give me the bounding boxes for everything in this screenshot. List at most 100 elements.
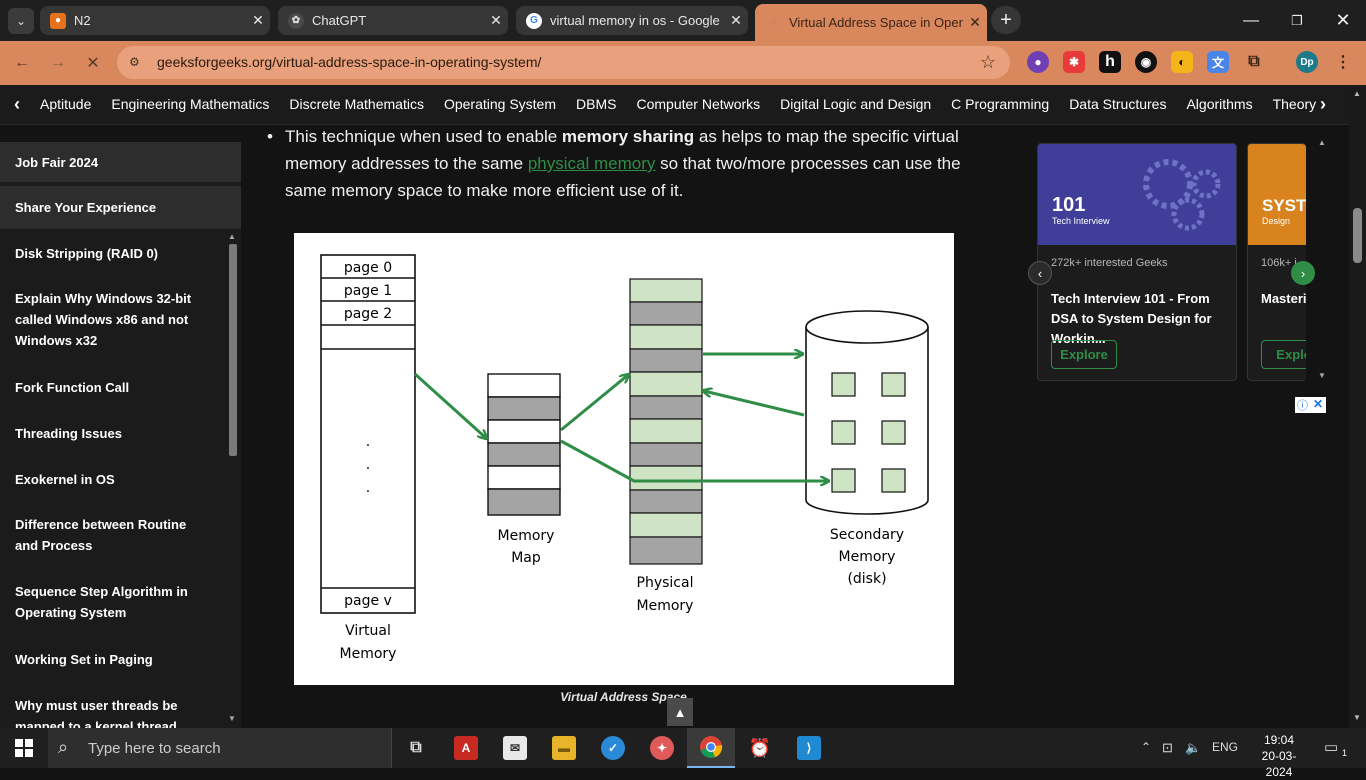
tab-google-search[interactable]: G virtual memory in os - Google S ✕ [516, 6, 748, 35]
stop-button[interactable]: ✕ [86, 55, 100, 72]
extension-purple-icon[interactable]: ● [1027, 51, 1049, 73]
taskbar-vscode[interactable]: ⟩ [785, 728, 833, 768]
restore-button[interactable]: ❐ [1291, 12, 1303, 28]
topic-link[interactable]: Computer Networks [636, 96, 761, 112]
topic-link[interactable]: C Programming [951, 96, 1050, 112]
sidebar-item-fork[interactable]: Fork Function Call [15, 379, 130, 395]
topic-link[interactable]: Digital Logic and Design [780, 96, 932, 112]
topic-link[interactable]: Aptitude [40, 96, 92, 112]
volume-icon[interactable]: 🔈 [1185, 740, 1202, 755]
article-paragraph: • This technique when used to enable mem… [267, 123, 990, 204]
tab-strip: ⌄ ● N2 ✕ ✿ ChatGPT ✕ G virtual memory in… [0, 0, 1366, 41]
nav-right-arrow-icon[interactable]: › [1320, 94, 1326, 114]
network-icon[interactable]: ⊡ [1162, 740, 1173, 755]
topic-link[interactable]: Engineering Mathematics [111, 96, 270, 112]
physical-memory-column: Physical Memory [629, 278, 703, 614]
show-hidden-icons-icon[interactable]: ⌃ [1141, 740, 1152, 754]
new-tab-button[interactable]: + [991, 6, 1021, 34]
extension-h-icon[interactable]: h [1099, 51, 1121, 73]
notifications-icon[interactable]: ▭ [1324, 739, 1339, 756]
sidebar-item-windows-x86[interactable]: Explain Why Windows 32-bit called Window… [15, 290, 192, 348]
figure-caption: Virtual Address Space [560, 690, 687, 704]
taskbar-search-box[interactable]: ⌕ Type here to search [48, 728, 392, 768]
sidebar-item-job-fair[interactable]: Job Fair 2024 [0, 142, 241, 182]
close-icon[interactable]: ✕ [730, 12, 742, 28]
physical-memory-link[interactable]: physical memory [527, 154, 656, 173]
explore-button[interactable]: Explo [1261, 340, 1306, 369]
course-card-tech-interview[interactable]: 101 Tech Interview 272k+ interested Geek… [1037, 143, 1237, 381]
task-view-icon: ⧉ [410, 739, 422, 756]
scroll-up-icon[interactable]: ▲ [1353, 89, 1361, 98]
taskbar-file-explorer[interactable]: ▬ [540, 728, 588, 768]
taskbar-mail[interactable]: ✉ [491, 728, 539, 768]
ad-choices-badge[interactable]: ⓘ ✕ [1295, 397, 1326, 413]
arrow-virtual-to-map [413, 372, 486, 438]
topic-link[interactable]: Algorithms [1186, 96, 1253, 112]
extension-red-icon[interactable]: ✱ [1063, 51, 1085, 73]
taskbar-app-blue[interactable]: ✓ [589, 728, 637, 768]
scroll-up-icon[interactable]: ▲ [228, 232, 236, 241]
physical-memory-label: Memory [637, 598, 694, 614]
explore-button[interactable]: Explore [1051, 340, 1117, 369]
topic-link[interactable]: Theory of Co [1272, 96, 1319, 112]
sidebar-scroll-thumb[interactable] [229, 244, 237, 456]
taskbar-app-paint[interactable]: ✦ [638, 728, 686, 768]
info-icon[interactable]: ⓘ [1297, 400, 1308, 412]
scroll-down-icon[interactable]: ▼ [1353, 713, 1361, 722]
sidebar-item-share-experience[interactable]: Share Your Experience [0, 186, 241, 229]
address-bar[interactable]: ⚙ geeksforgeeks.org/virtual-address-spac… [117, 46, 1010, 79]
sidebar-item-exokernel[interactable]: Exokernel in OS [15, 471, 115, 487]
tab-chatgpt[interactable]: ✿ ChatGPT ✕ [278, 6, 508, 35]
minimize-button[interactable]: — [1243, 11, 1259, 29]
article-content: • This technique when used to enable mem… [241, 125, 1026, 728]
close-icon[interactable]: ✕ [252, 12, 264, 28]
site-info-icon[interactable]: ⚙ [129, 55, 140, 69]
tab-virtual-address-space[interactable]: ◌ Virtual Address Space in Operat ✕ [755, 4, 987, 41]
topic-link[interactable]: DBMS [576, 96, 617, 112]
language-indicator[interactable]: ENG [1212, 740, 1239, 754]
page-scrollbar[interactable]: ▲ ▼ [1349, 85, 1366, 728]
taskbar-clock[interactable]: 19:04 20-03-2024 [1261, 733, 1297, 779]
topic-link[interactable]: Discrete Mathematics [289, 96, 424, 112]
extension-yellow-icon[interactable]: ◐ [1171, 51, 1193, 73]
carousel-prev-button[interactable]: ‹ [1028, 261, 1052, 285]
start-button[interactable] [0, 728, 48, 768]
extension-cat-icon[interactable]: ◉ [1135, 51, 1157, 73]
sidebar-scrollbar[interactable]: ▲ ▼ [226, 230, 240, 727]
app-blue-icon: ✓ [601, 736, 625, 760]
taskbar-alarms[interactable]: ⏰ [736, 728, 784, 768]
close-window-button[interactable]: ✕ [1335, 10, 1351, 30]
topic-link[interactable]: Operating System [443, 96, 557, 112]
page-scroll-thumb[interactable] [1353, 208, 1362, 263]
profile-avatar[interactable]: Dp [1296, 51, 1318, 73]
tab-n2[interactable]: ● N2 ✕ [40, 6, 270, 35]
translate-icon[interactable]: 文 [1207, 51, 1229, 73]
close-icon[interactable]: ✕ [1312, 397, 1324, 411]
sidebar-item-working-set[interactable]: Working Set in Paging [15, 651, 153, 667]
close-icon[interactable]: ✕ [490, 12, 502, 28]
scroll-down-icon[interactable]: ▼ [228, 714, 236, 723]
ads-scroll-down-icon[interactable]: ▼ [1318, 371, 1326, 380]
virtual-page-v: page v [344, 593, 392, 609]
sidebar-item-disk-stripping[interactable]: Disk Stripping (RAID 0) [15, 245, 159, 261]
close-icon[interactable]: ✕ [969, 14, 981, 30]
task-view-button[interactable]: ⧉ [392, 728, 440, 768]
back-button[interactable]: ← [14, 54, 30, 71]
carousel-next-button[interactable]: › [1291, 261, 1315, 285]
sidebar-item-routine-process[interactable]: Difference between Routine and Process [15, 517, 187, 553]
bookmark-star-icon[interactable]: ☆ [979, 52, 996, 72]
browser-menu-icon[interactable]: ⋮ [1335, 54, 1351, 71]
topic-link[interactable]: Data Structures [1069, 96, 1167, 112]
tab-search-button[interactable]: ⌄ [8, 8, 34, 34]
forward-button[interactable]: → [50, 54, 66, 71]
sidebar-item-user-threads[interactable]: Why must user threads be mapped to a ker… [15, 698, 178, 728]
sidebar-item-threading[interactable]: Threading Issues [15, 425, 122, 441]
ads-scroll-up-icon[interactable]: ▲ [1318, 138, 1326, 147]
nav-left-arrow-icon[interactable]: ‹ [14, 94, 20, 114]
taskbar-acrobat[interactable]: A [442, 728, 490, 768]
taskbar-chrome[interactable] [687, 728, 735, 768]
sidebar-item-sequence-step[interactable]: Sequence Step Algorithm in Operating Sys… [15, 584, 188, 620]
memory-map-label: Map [511, 550, 541, 566]
extensions-puzzle-icon[interactable]: ⧉ [1248, 53, 1260, 70]
scroll-to-top-button[interactable]: ▲ [667, 698, 693, 726]
